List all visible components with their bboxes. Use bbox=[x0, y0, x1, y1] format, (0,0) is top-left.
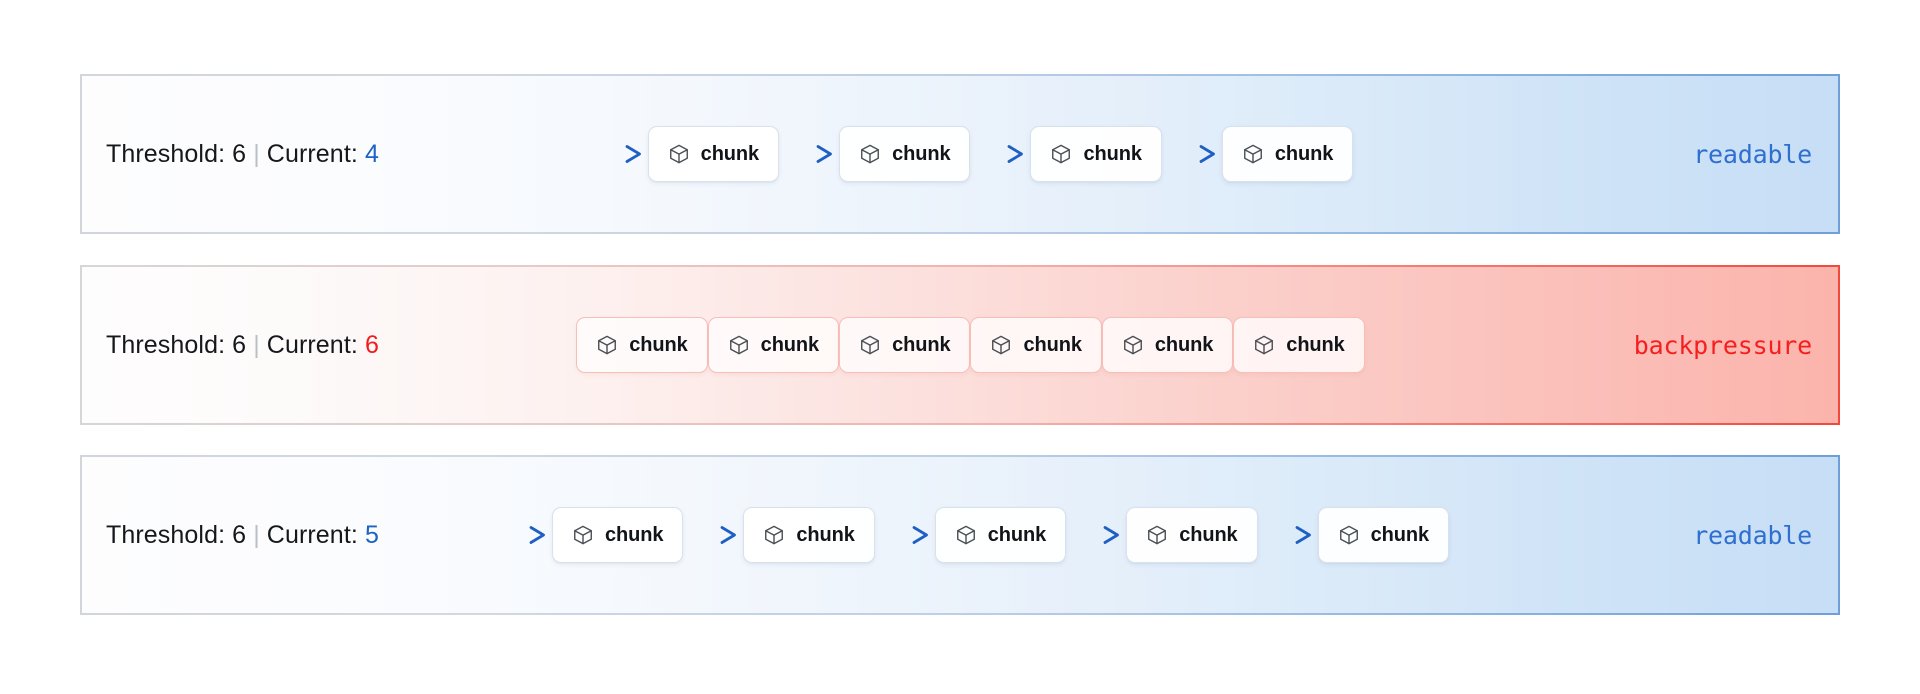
arrow-right-icon bbox=[1165, 143, 1218, 165]
threshold-label: Threshold: bbox=[106, 330, 226, 359]
cube-icon bbox=[955, 524, 977, 546]
chunk-card[interactable]: chunk bbox=[551, 507, 684, 563]
arrow-right-icon bbox=[974, 143, 1026, 165]
pipeline-segment: chunk bbox=[576, 317, 708, 373]
stream-state-label: readable bbox=[1693, 520, 1812, 550]
current-value: 4 bbox=[364, 139, 379, 168]
chunk-card[interactable]: chunk bbox=[839, 317, 971, 373]
pipeline-segment: chunk bbox=[1233, 317, 1365, 373]
cube-icon bbox=[1146, 524, 1168, 546]
chunk-label: chunk bbox=[1083, 142, 1142, 165]
cube-icon bbox=[1122, 334, 1144, 356]
cube-icon bbox=[1242, 143, 1264, 165]
cube-icon bbox=[728, 334, 750, 356]
status-separator: | bbox=[253, 520, 260, 549]
cube-icon bbox=[763, 524, 785, 546]
cube-icon bbox=[596, 334, 618, 356]
stream-state-label: readable bbox=[1693, 139, 1812, 169]
threshold-label: Threshold: bbox=[106, 520, 226, 549]
current-value: 5 bbox=[364, 520, 379, 549]
pipeline-segment: chunk bbox=[1066, 507, 1258, 563]
row-status-text: Threshold: 6|Current: 5 bbox=[106, 521, 379, 550]
pipeline-segment: chunk bbox=[970, 317, 1102, 373]
pipeline-segment: chunk bbox=[1101, 317, 1234, 373]
cube-icon bbox=[1253, 334, 1275, 356]
cube-icon bbox=[1338, 524, 1360, 546]
pipeline-segment: chunk bbox=[1162, 126, 1354, 182]
cube-icon bbox=[668, 143, 690, 165]
chunk-card[interactable]: chunk bbox=[1221, 126, 1354, 182]
pipeline-segment: chunk bbox=[588, 126, 780, 182]
chunk-card[interactable]: chunk bbox=[647, 126, 780, 182]
chunk-label: chunk bbox=[629, 333, 688, 356]
pipeline-segment: chunk bbox=[875, 507, 1067, 563]
chunk-card[interactable]: chunk bbox=[1030, 126, 1162, 182]
arrow-right-icon bbox=[783, 143, 835, 165]
chunk-label: chunk bbox=[1023, 333, 1082, 356]
chunk-label: chunk bbox=[1154, 333, 1214, 356]
threshold-value: 6 bbox=[232, 139, 247, 168]
chunk-label: chunk bbox=[892, 142, 951, 165]
chunk-label: chunk bbox=[892, 333, 951, 356]
pipeline-segment: chunk bbox=[492, 507, 684, 563]
cube-icon bbox=[859, 143, 881, 165]
chunk-label: chunk bbox=[987, 523, 1047, 546]
row-status-text: Threshold: 6|Current: 6 bbox=[106, 331, 379, 360]
chunk-card[interactable]: chunk bbox=[1101, 317, 1234, 373]
cube-icon bbox=[1050, 143, 1072, 165]
chunk-card[interactable]: chunk bbox=[1126, 507, 1258, 563]
threshold-value: 6 bbox=[232, 330, 247, 359]
chunk-card[interactable]: chunk bbox=[1233, 317, 1365, 373]
current-label: Current: bbox=[266, 330, 358, 359]
chunk-pipeline: chunk chunk chunk chunk bbox=[379, 76, 1562, 232]
chunk-card[interactable]: chunk bbox=[839, 126, 971, 182]
chunk-label: chunk bbox=[700, 142, 760, 165]
threshold-value: 6 bbox=[232, 520, 247, 549]
chunk-card[interactable]: chunk bbox=[934, 507, 1067, 563]
chunk-card[interactable]: chunk bbox=[576, 317, 708, 373]
chunk-label: chunk bbox=[760, 333, 820, 356]
chunk-label: chunk bbox=[1370, 523, 1430, 546]
pipeline-segment: chunk bbox=[1258, 507, 1449, 563]
current-label: Current: bbox=[266, 520, 358, 549]
cube-icon bbox=[990, 334, 1012, 356]
pipeline-segment: chunk bbox=[779, 126, 971, 182]
arrow-right-icon bbox=[878, 524, 931, 546]
threshold-label: Threshold: bbox=[106, 139, 226, 168]
chunk-pipeline: chunk chunk chunk chunk chunk chunk bbox=[379, 267, 1562, 423]
chunk-card[interactable]: chunk bbox=[743, 507, 875, 563]
pipeline-segment: chunk bbox=[683, 507, 875, 563]
arrow-right-icon bbox=[1070, 524, 1122, 546]
arrow-right-icon bbox=[1261, 524, 1314, 546]
arrow-right-icon bbox=[495, 524, 548, 546]
chunk-card[interactable]: chunk bbox=[970, 317, 1102, 373]
current-label: Current: bbox=[266, 139, 358, 168]
arrow-right-icon bbox=[591, 143, 644, 165]
cube-icon bbox=[572, 524, 594, 546]
chunk-label: chunk bbox=[1179, 523, 1238, 546]
pipeline-segment: chunk bbox=[839, 317, 971, 373]
chunk-card[interactable]: chunk bbox=[707, 317, 840, 373]
row-status-text: Threshold: 6|Current: 4 bbox=[106, 140, 379, 169]
status-separator: | bbox=[253, 139, 260, 168]
arrow-right-icon bbox=[687, 524, 739, 546]
chunk-label: chunk bbox=[1286, 333, 1345, 356]
cube-icon bbox=[859, 334, 881, 356]
status-separator: | bbox=[253, 330, 260, 359]
pipeline-segment: chunk bbox=[970, 126, 1162, 182]
pipeline-segment: chunk bbox=[707, 317, 840, 373]
chunk-label: chunk bbox=[604, 523, 664, 546]
chunk-label: chunk bbox=[1274, 142, 1334, 165]
chunk-pipeline: chunk chunk chunk chunk chunk bbox=[379, 457, 1562, 613]
chunk-card[interactable]: chunk bbox=[1317, 507, 1449, 563]
chunk-label: chunk bbox=[796, 523, 855, 546]
current-value: 6 bbox=[364, 330, 379, 359]
stream-state-label: backpressure bbox=[1633, 330, 1812, 360]
